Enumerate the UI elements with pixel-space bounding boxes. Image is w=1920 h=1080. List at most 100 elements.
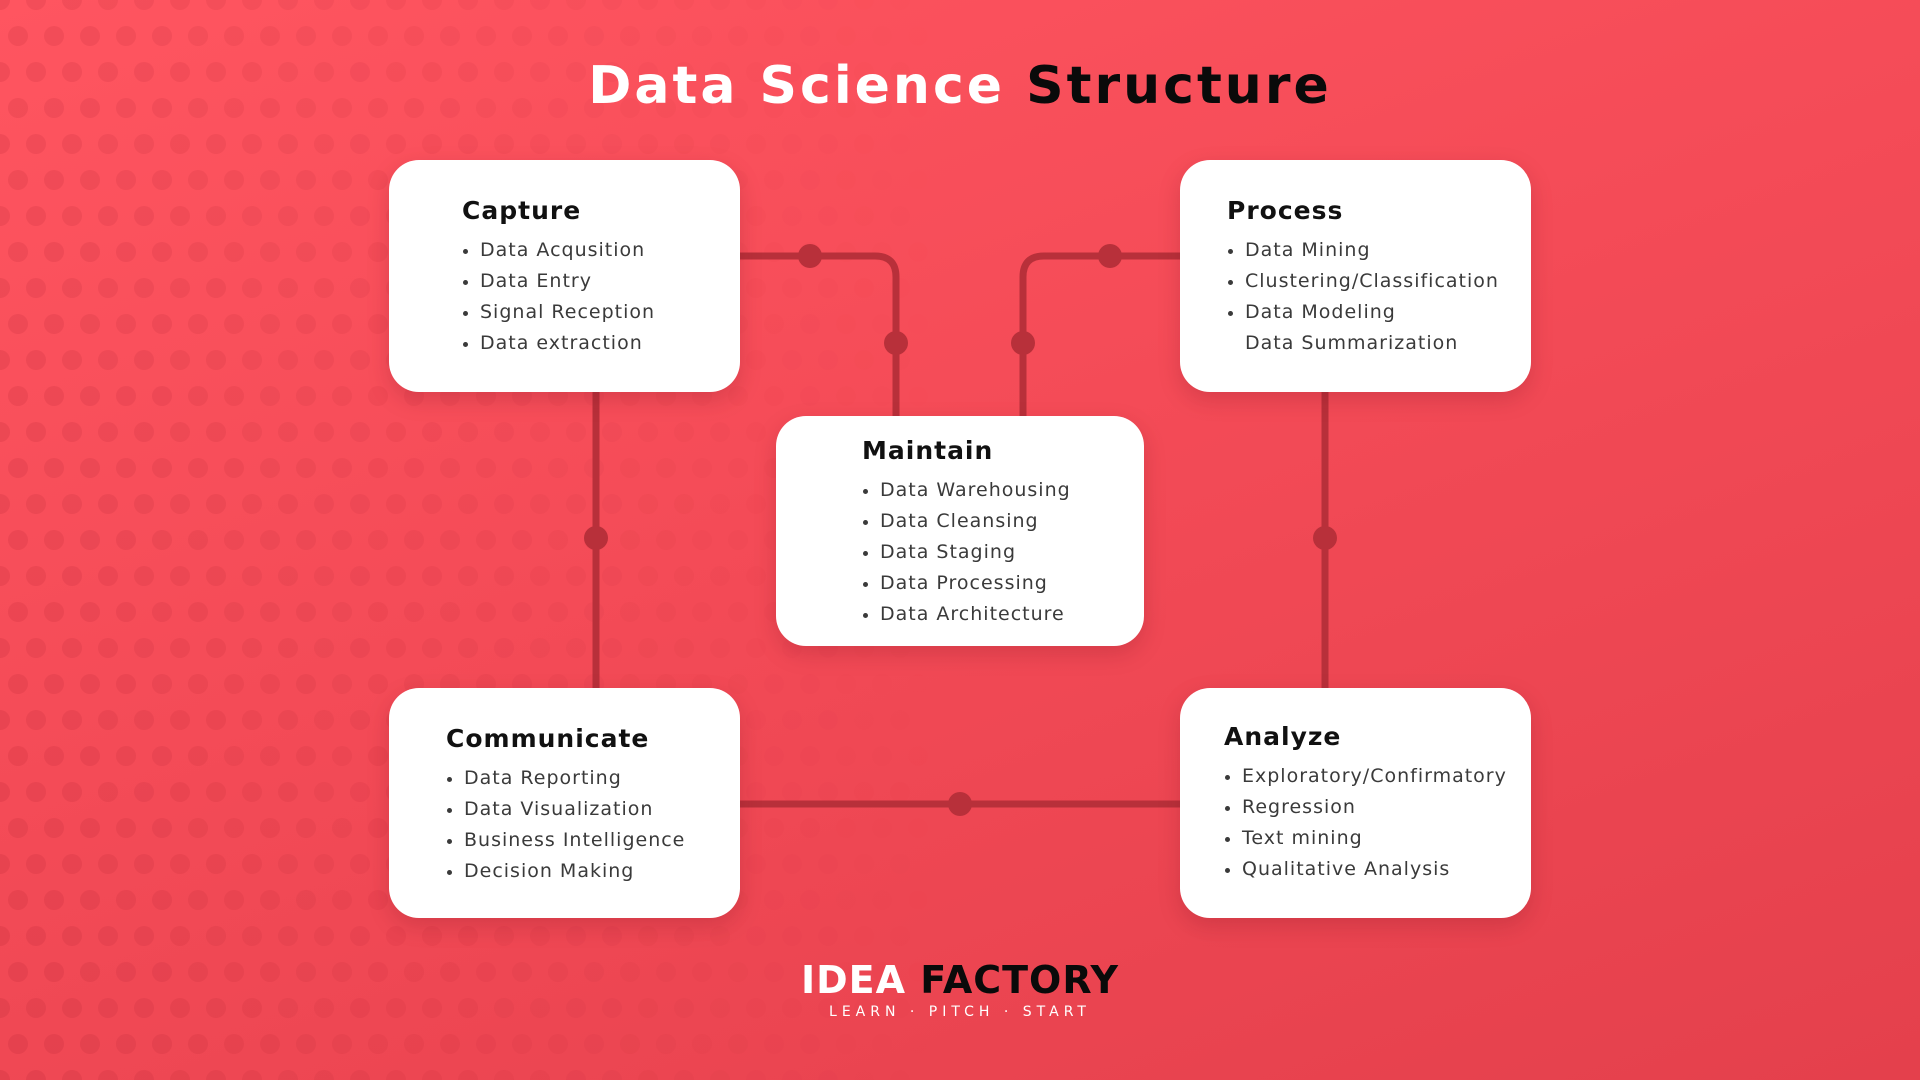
background-dot — [620, 530, 640, 550]
list-item: Data Modeling — [1227, 297, 1531, 328]
background-dot — [548, 530, 568, 550]
background-dot — [44, 962, 64, 982]
background-dot — [620, 26, 640, 46]
background-dot — [170, 278, 190, 298]
list-item: Data Staging — [862, 537, 1144, 568]
background-dot — [26, 710, 46, 730]
background-dot — [98, 1070, 118, 1080]
background-dot — [0, 926, 10, 946]
background-dot — [332, 818, 352, 838]
background-dot — [350, 0, 370, 10]
background-dot — [170, 566, 190, 586]
background-dot — [8, 530, 28, 550]
background-dot — [386, 62, 406, 82]
background-dot — [206, 494, 226, 514]
background-dot — [296, 170, 316, 190]
background-dot — [314, 1070, 334, 1080]
background-dot — [494, 566, 514, 586]
background-dot — [242, 422, 262, 442]
background-dot — [98, 926, 118, 946]
background-dot — [134, 926, 154, 946]
background-dot — [80, 314, 100, 334]
background-dot — [404, 458, 424, 478]
background-dot — [0, 998, 10, 1018]
background-dot — [242, 62, 262, 82]
card-heading: Capture — [462, 196, 582, 225]
background-dot — [116, 386, 136, 406]
background-dot — [350, 782, 370, 802]
background-dot — [422, 1070, 442, 1080]
background-dot — [188, 242, 208, 262]
background-dot — [530, 638, 550, 658]
background-dot — [224, 242, 244, 262]
background-dot — [440, 602, 460, 622]
background-dot — [404, 962, 424, 982]
background-dot — [116, 242, 136, 262]
background-dot — [152, 170, 172, 190]
background-dot — [116, 674, 136, 694]
background-dot — [386, 134, 406, 154]
background-dot — [26, 566, 46, 586]
background-dot — [44, 170, 64, 190]
background-dot — [152, 242, 172, 262]
background-dot — [224, 98, 244, 118]
background-dot — [152, 530, 172, 550]
background-dot — [422, 638, 442, 658]
background-dot — [638, 1070, 658, 1080]
background-dot — [260, 530, 280, 550]
background-dot — [638, 566, 658, 586]
background-dot — [242, 566, 262, 586]
background-dot — [26, 62, 46, 82]
background-dot — [62, 206, 82, 226]
background-dot — [8, 962, 28, 982]
background-dot — [242, 134, 262, 154]
background-dot — [350, 350, 370, 370]
background-dot — [98, 0, 118, 10]
background-dot — [0, 134, 10, 154]
background-dot — [8, 242, 28, 262]
background-dot — [26, 494, 46, 514]
background-dot — [224, 818, 244, 838]
background-dot — [134, 710, 154, 730]
background-dot — [98, 422, 118, 442]
background-dot — [260, 98, 280, 118]
background-dot — [224, 386, 244, 406]
background-dot — [602, 926, 622, 946]
background-dot — [296, 674, 316, 694]
background-dot — [170, 422, 190, 442]
background-dot — [620, 98, 640, 118]
background-dot — [512, 458, 532, 478]
background-dot — [224, 458, 244, 478]
background-dot — [602, 0, 622, 10]
background-dot — [314, 854, 334, 874]
background-dot — [62, 278, 82, 298]
background-dot — [566, 134, 586, 154]
background-dot — [332, 314, 352, 334]
background-dot — [584, 962, 604, 982]
background-dot — [368, 314, 388, 334]
background-dot — [116, 962, 136, 982]
background-dot — [296, 98, 316, 118]
background-dot — [80, 26, 100, 46]
background-dot — [638, 62, 658, 82]
background-dot — [602, 422, 622, 442]
background-dot — [134, 62, 154, 82]
connector-node — [948, 792, 972, 816]
background-dot — [368, 602, 388, 622]
background-dot — [278, 0, 298, 10]
background-dot — [638, 638, 658, 658]
background-dot — [638, 494, 658, 514]
background-dot — [602, 134, 622, 154]
background-dot — [386, 422, 406, 442]
background-dot — [260, 314, 280, 334]
background-dot — [0, 638, 10, 658]
background-dot — [44, 746, 64, 766]
background-dot — [584, 98, 604, 118]
background-dot — [584, 1034, 604, 1054]
background-dot — [386, 494, 406, 514]
background-dot — [566, 0, 586, 10]
background-dot — [404, 26, 424, 46]
background-dot — [296, 314, 316, 334]
background-dot — [566, 998, 586, 1018]
background-dot — [116, 1034, 136, 1054]
